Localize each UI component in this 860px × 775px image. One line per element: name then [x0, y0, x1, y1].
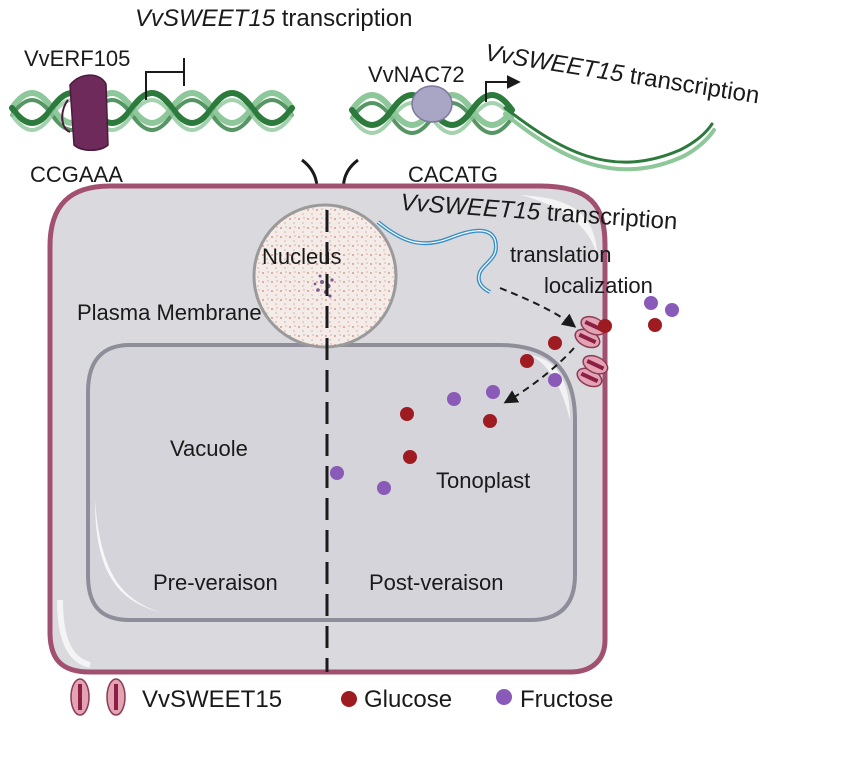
glucose-molecule — [483, 414, 497, 428]
vacuole-tonoplast — [86, 343, 577, 622]
fructose-molecule — [486, 385, 500, 399]
glucose-molecule — [648, 318, 662, 332]
translation-label: translation — [510, 242, 612, 267]
import-dashed-arrow — [503, 347, 575, 404]
legend-glucose-icon — [341, 691, 357, 707]
legend-glucose-label: Glucose — [364, 686, 452, 713]
localization-label: localization — [544, 273, 653, 298]
tonoplast-label: Tonoplast — [436, 468, 530, 493]
fructose-molecule — [644, 296, 658, 310]
legend-fructose-icon — [496, 689, 512, 705]
sugar-molecules — [330, 296, 679, 495]
erf-protein-icon — [69, 74, 109, 151]
erf-motif-label: CCGAAA — [30, 162, 123, 187]
nac-transcription-label: VvSWEET15 transcription — [483, 39, 761, 109]
left-dna-helix — [9, 90, 295, 132]
fructose-molecule — [377, 481, 391, 495]
activation-arrow-icon — [485, 75, 521, 102]
erf-label: VvERF105 — [24, 46, 130, 71]
nac-label: VvNAC72 — [368, 62, 465, 87]
fructose-molecule — [447, 392, 461, 406]
nucleus-label: Nucleus — [262, 244, 341, 269]
pre-veraison-label: Pre-veraison — [153, 570, 278, 595]
legend-fructose-label: Fructose — [520, 686, 613, 713]
glucose-molecule — [400, 407, 414, 421]
top-transcription-label: VvSWEET15 transcription — [135, 5, 412, 32]
glucose-molecule — [598, 319, 612, 333]
fructose-molecule — [548, 373, 562, 387]
plasma-membrane-label: Plasma Membrane — [77, 300, 262, 325]
post-veraison-label: Post-veraison — [369, 570, 504, 595]
nac-motif-label: CACATG — [408, 162, 498, 187]
glucose-molecule — [520, 354, 534, 368]
nucleus — [252, 203, 398, 349]
legend: VvSWEET15 Glucose Fructose — [70, 678, 613, 716]
glucose-molecule — [403, 450, 417, 464]
legend-transporter-icon — [70, 678, 126, 716]
fructose-molecule — [665, 303, 679, 317]
right-dna-helix — [349, 92, 716, 172]
localization-dashed-arrow — [499, 287, 577, 328]
nac-protein-icon — [411, 85, 453, 123]
legend-transporter-label: VvSWEET15 — [142, 686, 282, 713]
transcript-ribbon — [503, 106, 714, 164]
repression-icon — [145, 58, 185, 100]
fructose-molecule — [330, 466, 344, 480]
glucose-molecule — [548, 336, 562, 350]
vacuole-label: Vacuole — [170, 436, 248, 461]
